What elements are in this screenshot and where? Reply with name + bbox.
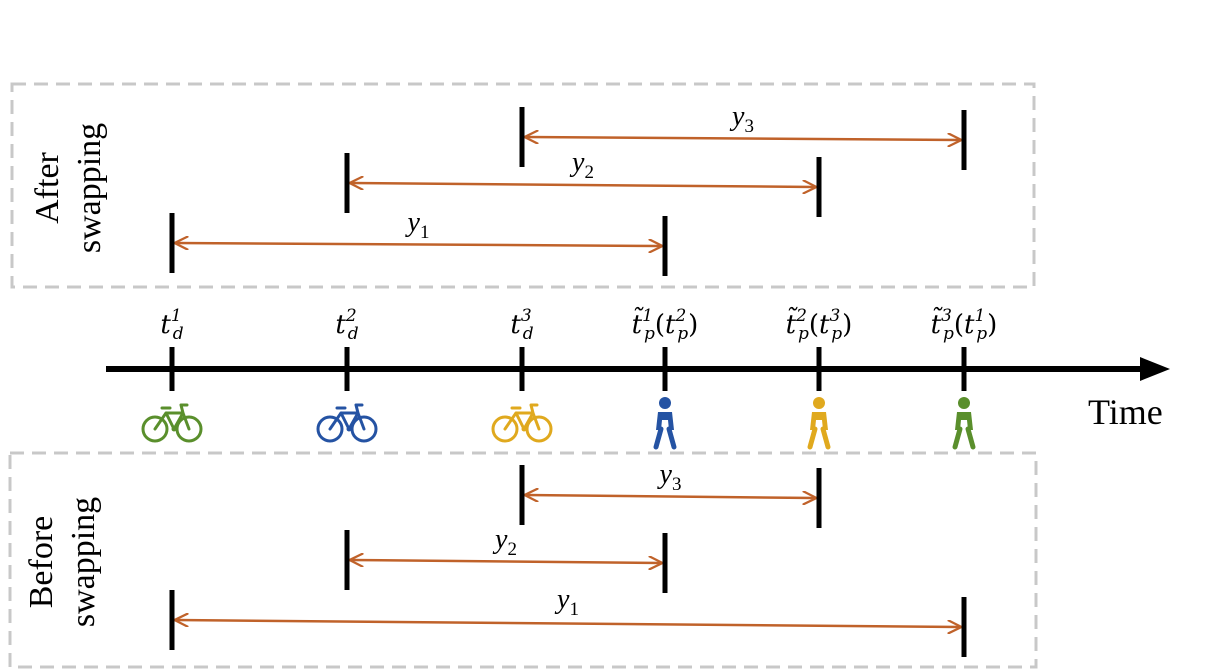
interval-arrow xyxy=(526,495,815,498)
bicycle-icon xyxy=(141,403,203,443)
before-interval-y3: y3 xyxy=(519,459,822,528)
before-interval-y2: y2 xyxy=(344,524,668,593)
interval-arrow xyxy=(176,243,661,246)
bicycle-icon xyxy=(491,403,553,443)
interval-arrow xyxy=(351,560,661,563)
time-axis-arrowhead xyxy=(1140,357,1170,381)
interval-label: y1 xyxy=(405,207,430,243)
before-interval-y1: y1 xyxy=(169,584,967,657)
after-intervals: y3 y2 y1 xyxy=(169,101,967,276)
bicycle-icon xyxy=(316,403,378,443)
before-intervals: y3 y2 y1 xyxy=(169,459,967,657)
time-axis-title: Time xyxy=(1088,392,1163,432)
after-label-line2: swapping xyxy=(71,123,108,253)
before-label-line2: swapping xyxy=(65,497,102,627)
pedestrian-icon xyxy=(653,397,677,450)
interval-label: y3 xyxy=(729,101,754,137)
before-swapping-label: Before swapping xyxy=(23,497,102,627)
interval-arrow xyxy=(351,183,815,187)
interval-label: y2 xyxy=(492,524,517,560)
pedestrian-icon xyxy=(807,397,831,450)
after-swapping-panel xyxy=(10,82,1036,289)
interval-arrow xyxy=(176,620,960,627)
after-label-line1: After xyxy=(29,151,66,223)
interval-label: y3 xyxy=(657,459,682,495)
after-swapping-label: After swapping xyxy=(29,123,108,253)
pedestrian-icon xyxy=(952,397,976,450)
after-interval-y3: y3 xyxy=(519,101,967,170)
interval-arrow xyxy=(526,137,960,140)
after-interval-y1: y1 xyxy=(169,207,668,276)
interval-label: y1 xyxy=(554,584,579,620)
before-label-line1: Before xyxy=(23,516,60,609)
interval-label: y2 xyxy=(569,147,594,183)
after-interval-y2: y2 xyxy=(344,147,822,217)
before-swapping-panel xyxy=(8,451,1038,669)
